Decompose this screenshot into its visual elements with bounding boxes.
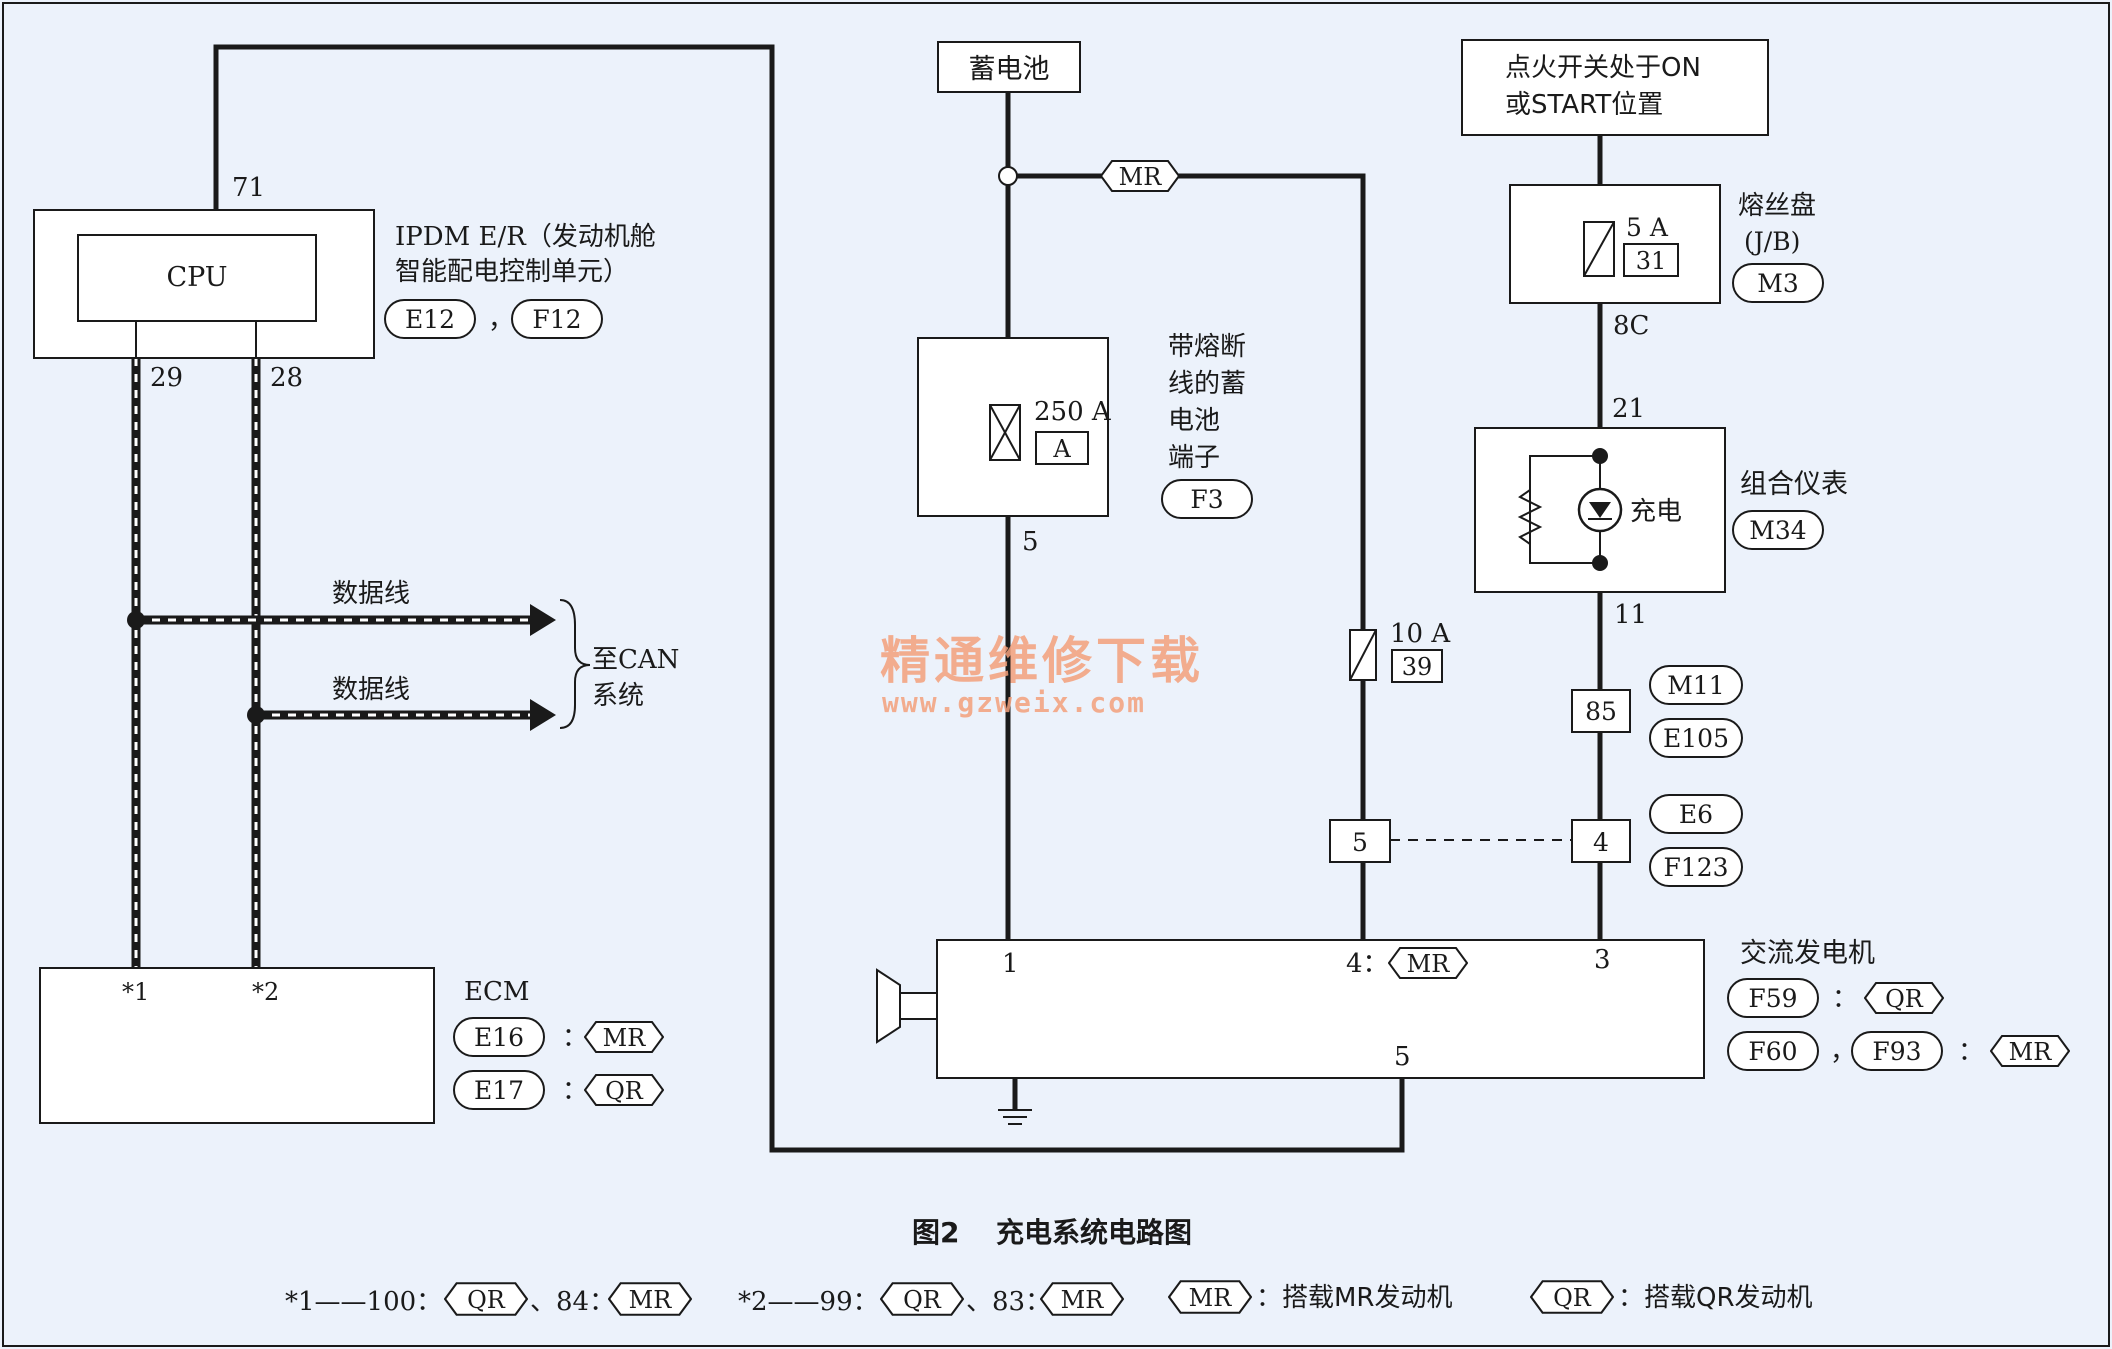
connector-e12: E12 [405,305,455,334]
watermark-cn: 精通维修下载 [880,632,1204,690]
connector-f3: F3 [1190,485,1223,514]
legend-note1-prefix: *1——100： [285,1287,442,1317]
alternator-pin-3: 3 [1594,945,1611,975]
alternator-title: 交流发电机 [1740,938,1875,969]
fusible-link-pin: 5 [1022,527,1039,557]
connector-e105: E105 [1663,724,1729,753]
fusible-link-rating: 250 A [1034,397,1112,427]
data-line-label-2: 数据线 [332,675,410,705]
connector-f59: F59 [1748,984,1797,1013]
fusible-link-desc-1: 带熔断 [1168,332,1246,362]
alternator: 1 4： MR 3 5 交流发电机 F59 ： QR F60 ， F93 ： M… [876,938,2070,1125]
ecm-pin-1: *1 [122,978,149,1006]
legend-note2-prefix: *2——99： [738,1287,879,1317]
connector-e16: E16 [474,1023,524,1052]
alternator-colon-2: ： [1958,1037,1984,1067]
charge-lamp-label: 充电 [1630,497,1682,527]
to-can-line2: 系统 [592,681,644,711]
ipdm-separator: ， [488,305,514,335]
ecm-colon-2: ： [562,1076,588,1106]
fuse-block-code: 31 [1636,247,1667,275]
battery: 蓄电池 MR [937,41,1180,192]
data-line-label-1: 数据线 [332,579,410,609]
to-can-line1: 至CAN [592,645,679,675]
connector-f93: F93 [1872,1037,1921,1066]
legend-note1-tag2: MR [629,1286,673,1314]
legend-qr-tag: QR [1553,1284,1592,1312]
ignition-line1: 点火开关处于ON [1505,53,1701,83]
connector-e6: E6 [1679,800,1713,829]
fusible-link-desc-4: 端子 [1168,443,1220,473]
ipdm-pin-29: 29 [150,363,183,393]
ecm-colon-1: ： [562,1023,588,1053]
legend: *1——100： QR 、84： MR *2——99： QR 、83： MR M… [285,1280,1813,1317]
watermark-url: www.gzweix.com [882,686,1146,719]
ecm-title: ECM [464,977,530,1007]
meter-title: 组合仪表 [1740,469,1848,500]
fusible-link-desc-2: 线的蓄 [1168,369,1246,399]
ecm-pin-2: *2 [252,978,279,1006]
legend-note2-tag2: MR [1061,1286,1105,1314]
f60-f93-engine-tag: MR [2009,1038,2053,1066]
ipdm-title-line1: IPDM E/R（发动机舱 [395,222,656,252]
alternator-pin-5: 5 [1394,1042,1411,1072]
legend-note1-tag1: QR [467,1286,506,1314]
ignition-line2: 或START位置 [1505,90,1663,120]
legend-mr-tag: MR [1189,1284,1233,1312]
fuse-10a: 10 A 39 [1349,619,1451,683]
fuse-10a-code: 39 [1402,653,1433,681]
can-lines [127,358,591,968]
ecm-module: *1 *2 ECM E16 ： MR E17 ： QR [39,967,664,1124]
fusible-link-code: A [1052,435,1071,463]
alternator-pin-4: 4： [1346,949,1389,979]
fuse-block-title: 熔丝盘 [1738,191,1816,221]
legend-note2-tag1: QR [903,1286,942,1314]
joint-pin-85: 85 [1585,697,1617,726]
fuse-block-rating: 5 A [1626,213,1669,242]
fuse-10a-rating: 10 A [1390,619,1451,649]
ecm-e16-engine-tag: MR [603,1024,647,1052]
connector-f123: F123 [1663,853,1728,882]
alternator-pin-4-tag: MR [1407,950,1451,978]
ecm-e17-engine-tag: QR [605,1077,644,1105]
fusible-link: 250 A A 5 带熔断 线的蓄 电池 端子 F3 [917,332,1253,557]
ipdm-pin-71: 71 [232,173,265,203]
meter-pin-21: 21 [1612,394,1645,424]
fusible-link-desc-3: 电池 [1168,406,1220,436]
legend-qr-desc: ：搭载QR发动机 [1618,1283,1813,1313]
battery-label: 蓄电池 [969,54,1050,85]
combination-meter: 充电 21 11 组合仪表 M34 [1474,394,1848,630]
connector-e17: E17 [474,1076,524,1105]
legend-mr-desc: ：搭载MR发动机 [1256,1283,1453,1313]
connector-m11: M11 [1667,671,1724,700]
joint-pin-4: 4 [1593,828,1609,857]
fuse-block-pin: 8C [1613,311,1649,341]
battery-mr-tag: MR [1119,163,1163,191]
connector-f60: F60 [1748,1037,1797,1066]
joint-connectors: 85 M11 E105 5 4 E6 F123 [1329,665,1743,887]
connector-f12: F12 [532,305,581,334]
fuse-block-subtitle: (J/B) [1744,227,1800,256]
fuse-block: 5 A 31 8C 熔丝盘 (J/B) M3 [1509,184,1824,341]
cpu-label: CPU [166,262,227,293]
ipdm-module: CPU 71 29 28 IPDM E/R（发动机舱 智能配电控制单元） E12… [33,173,656,393]
joint-pin-5: 5 [1352,828,1368,857]
ipdm-title-line2: 智能配电控制单元） [395,257,629,287]
f59-engine-tag: QR [1885,985,1924,1013]
alternator-colon-1: ： [1832,984,1858,1014]
legend-note2-mid: 、83： [966,1287,1051,1317]
connector-m3: M3 [1757,269,1799,298]
alternator-pin-1: 1 [1002,949,1019,979]
ignition-switch: 点火开关处于ON 或START位置 [1461,39,1769,136]
legend-note1-mid: 、84： [530,1287,615,1317]
ipdm-pin-28: 28 [270,363,303,393]
meter-pin-11: 11 [1614,600,1647,630]
figure-number: 图2 [912,1216,959,1249]
connector-m34: M34 [1749,516,1806,545]
figure-title: 充电系统电路图 [996,1216,1192,1249]
